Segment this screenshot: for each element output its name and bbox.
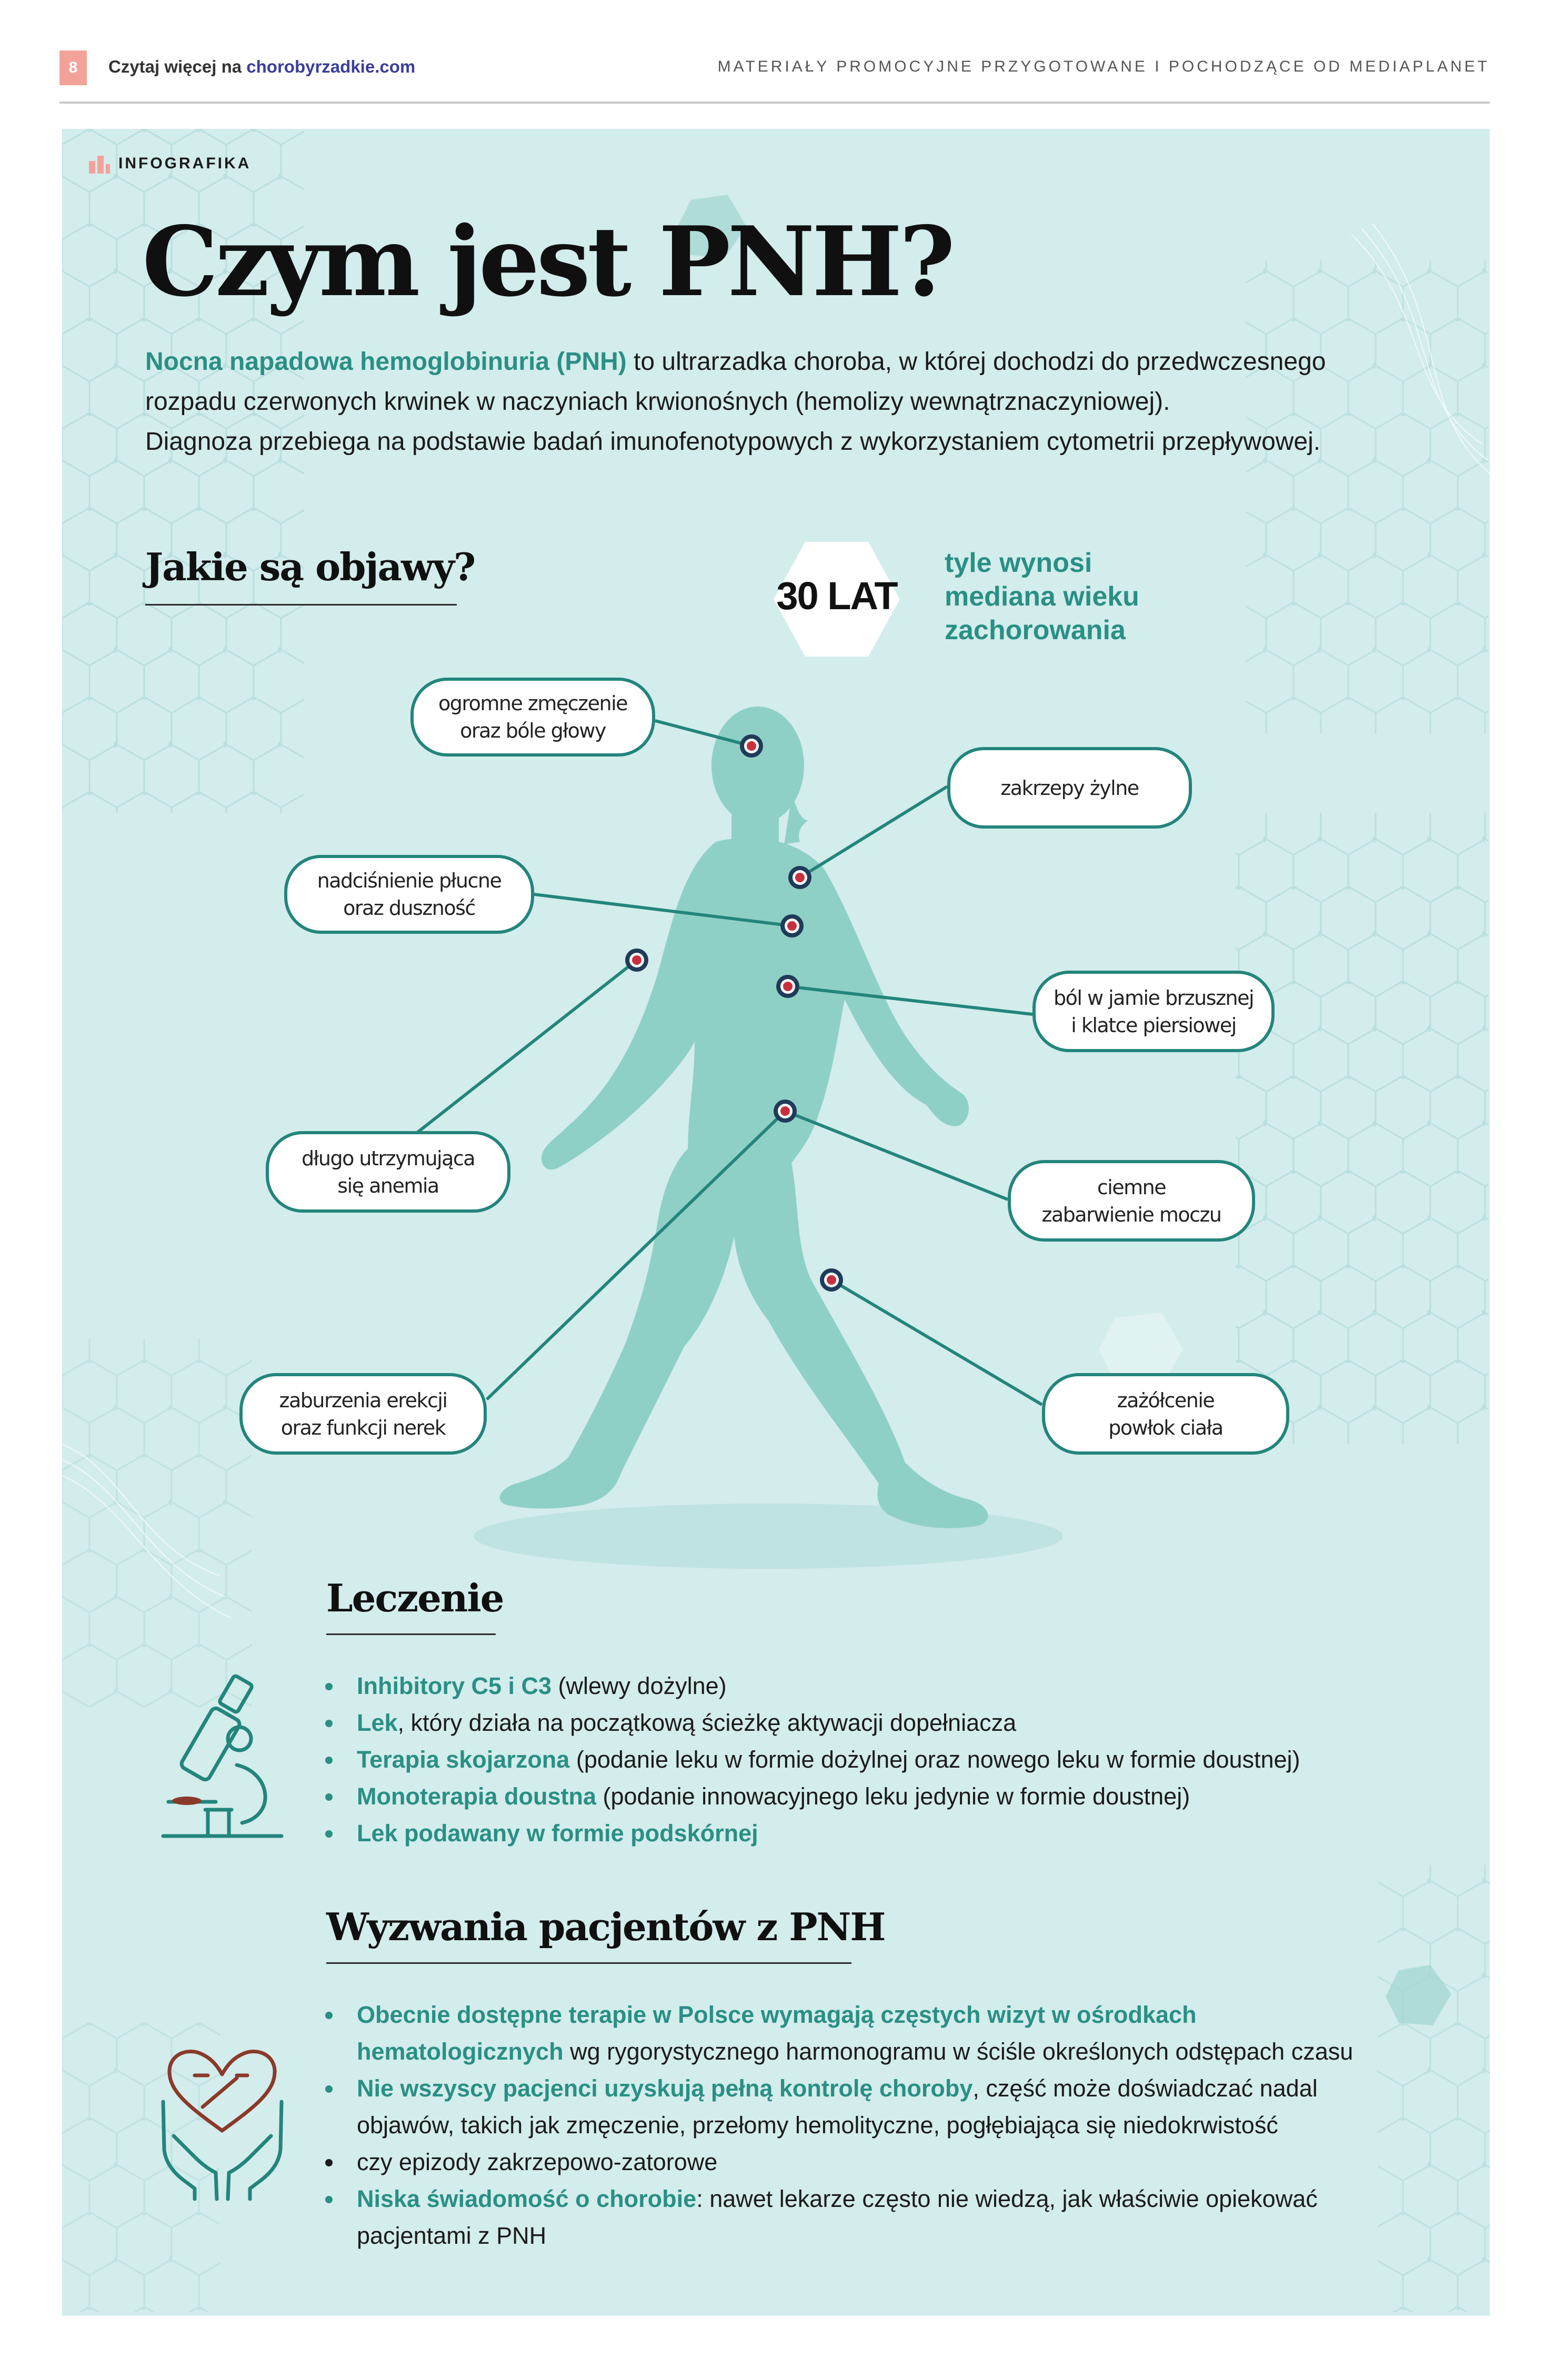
symptom-bubble: długo utrzymująca się anemia (266, 1131, 510, 1213)
stat-text-2: mediana wieku (945, 581, 1139, 612)
symptom-bubble: ból w jamie brzusznej i klatce piersiowej (1032, 971, 1275, 1052)
intro-line-1: to ultrarzadka choroba, w której dochodz… (626, 348, 1326, 376)
read-more-prefix: Czytaj więcej na (108, 57, 247, 76)
marker-abdomen (776, 975, 799, 998)
challenge-item-highlight: Niska świadomość o chorobie (357, 2185, 697, 2212)
challenge-item: Niska świadomość o chorobie: nawet lekar… (316, 2181, 1353, 2217)
page-title: Czym jest PNH? (142, 205, 955, 318)
challenge-item: Nie wszyscy pacjenci uzyskują pełną kont… (316, 2070, 1353, 2107)
challenges-heading: Wyzwania pacjentów z PNH (326, 1904, 886, 1949)
treatment-item: Inhibitory C5 i C3 (wlewy dożylne) (316, 1668, 1300, 1705)
treatment-item-text: (podanie leku w formie dożylnej oraz now… (569, 1746, 1300, 1773)
marker-pelvis (774, 1100, 797, 1123)
challenges-list: Obecnie dostępne terapie w Polsce wymaga… (316, 1996, 1353, 2254)
symptom-line-1: ból w jamie brzusznej (1053, 986, 1255, 1010)
symptom-line-1: zażółcenie (1117, 1388, 1215, 1412)
symptom-line-2: oraz bóle głowy (460, 719, 606, 742)
intro-highlight: Nocna napadowa hemoglobinuria (PNH) (145, 348, 627, 376)
challenge-item: czy epizody zakrzepowo-zatorowe (316, 2144, 1353, 2181)
hexagon-background-pattern (62, 129, 1490, 2312)
infographic-icon (89, 156, 110, 174)
symptom-line-2: powłok ciała (1108, 1416, 1224, 1439)
symptom-bubble: zażółcenie powłok ciała (1042, 1373, 1289, 1455)
stat-hexagon (774, 542, 900, 657)
treatment-item-highlight: Inhibitory C5 i C3 (357, 1672, 552, 1699)
symptom-line-1: ciemne (1097, 1175, 1167, 1199)
challenge-item-highlight: hematologicznych (357, 2038, 564, 2065)
challenge-item-text: : nawet lekarze często nie wiedzą, jak w… (696, 2185, 1318, 2212)
page-number: 8 (59, 51, 87, 85)
symptom-line-2: zabarwienie moczu (1041, 1203, 1222, 1226)
treatment-item-highlight: Monoterapia doustna (357, 1783, 597, 1810)
stat-text-1: tyle wynosi (945, 548, 1092, 578)
stat-description: tyle wynosi mediana wieku zachorowania (945, 546, 1139, 647)
stat-value: 30 LAT (776, 574, 898, 618)
symptom-markers (625, 734, 843, 1292)
symptom-bubble: zakrzepy żylne (947, 747, 1192, 829)
read-more: Czytaj więcej na chorobyrzadkie.com (108, 57, 415, 77)
marker-chest (780, 914, 804, 937)
symptom-line-2: i klatce piersiowej (1071, 1013, 1237, 1037)
intro-line-2: rozpadu czerwonych krwinek w naczyniach … (145, 388, 1170, 416)
symptom-bubble: ciemne zabarwienie moczu (1008, 1160, 1255, 1242)
read-more-link[interactable]: chorobyrzadkie.com (246, 57, 416, 76)
challenge-item-continuation: objawów, takich jak zmęczenie, przełomy … (357, 2112, 1278, 2139)
stat-text-3: zachorowania (945, 615, 1126, 646)
treatment-item-highlight: Terapia skojarzona (357, 1746, 570, 1773)
symptom-bubble: ogromne zmęczenie oraz bóle głowy (410, 678, 655, 757)
treatment-heading-rule (326, 1633, 496, 1635)
intro-text: Nocna napadowa hemoglobinuria (PNH) to u… (145, 342, 1408, 462)
header-divider (59, 102, 1490, 104)
body-figure-diagram (415, 707, 1063, 1569)
treatment-item-highlight: Lek podawany w formie podskórnej (357, 1820, 758, 1847)
walking-person-figure (499, 707, 988, 1528)
microscope-icon (161, 1674, 284, 1838)
treatment-heading: Leczenie (326, 1576, 504, 1620)
connector-lines (415, 719, 1043, 1406)
treatment-list: Inhibitory C5 i C3 (wlewy dożylne) Lek, … (316, 1668, 1300, 1852)
symptom-line-1: ogromne zmęczenie (438, 692, 628, 715)
symptom-line-1: długo utrzymująca (301, 1146, 476, 1170)
symptom-line-1: zakrzepy żylne (1000, 776, 1139, 800)
infographic-tag: INFOGRAFIKA (87, 153, 251, 175)
symptom-line-2: oraz duszność (343, 896, 476, 920)
challenge-item-continuation: hematologicznych wg rygorystycznego harm… (316, 2033, 1353, 2070)
challenge-item: Obecnie dostępne terapie w Polsce wymaga… (316, 1996, 1353, 2033)
challenge-item-highlight: Obecnie dostępne terapie w Polsce wymaga… (357, 2001, 1197, 2028)
marker-neck (788, 866, 811, 889)
symptom-line-1: nadciśnienie płucne (317, 869, 502, 892)
intro-line-3: Diagnoza przebiega na podstawie badań im… (145, 428, 1321, 456)
treatment-item-text: (wlewy dożylne) (552, 1672, 727, 1699)
challenge-item-highlight: Nie wszyscy pacjenci uzyskują pełną kont… (357, 2075, 973, 2102)
symptoms-heading-rule (145, 604, 457, 606)
challenge-item-text: , część może doświadczać nadal (972, 2075, 1318, 2102)
symptom-line-1: zaburzenia erekcji (279, 1388, 448, 1412)
infographic-tag-label: INFOGRAFIKA (118, 155, 252, 172)
treatment-item: Lek, który działa na początkową ścieżkę … (316, 1705, 1300, 1741)
treatment-item: Lek podawany w formie podskórnej (316, 1815, 1300, 1852)
marker-head (740, 734, 763, 758)
symptoms-heading: Jakie są objawy? (145, 544, 476, 589)
promo-label: MATERIAŁY PROMOCYJNE PRZYGOTOWANE I POCH… (717, 58, 1490, 75)
treatment-item: Terapia skojarzona (podanie leku w formi… (316, 1741, 1300, 1778)
challenge-item-continuation: pacjentami z PNH (357, 2222, 547, 2249)
symptom-line-2: się anemia (337, 1174, 439, 1197)
treatment-item-highlight: Lek (357, 1709, 398, 1736)
heart-in-hands-icon (161, 2050, 284, 2201)
symptom-bubble: nadciśnienie płucne oraz duszność (284, 855, 534, 934)
treatment-item-text: (podanie innowacyjnego leku jedynie w fo… (596, 1783, 1190, 1810)
symptom-line-2: oraz funkcji nerek (280, 1416, 446, 1439)
symptom-bubble: zaburzenia erekcji oraz funkcji nerek (239, 1373, 487, 1455)
treatment-item-text: , który działa na początkową ścieżkę akt… (397, 1709, 1017, 1736)
marker-knee (820, 1268, 843, 1292)
marker-arm (625, 949, 648, 972)
challenges-heading-rule (326, 1962, 851, 1964)
treatment-item: Monoterapia doustna (podanie innowacyjne… (316, 1778, 1300, 1815)
challenge-item-text: wg rygorystycznego harmonogramu w ściśle… (563, 2038, 1354, 2065)
